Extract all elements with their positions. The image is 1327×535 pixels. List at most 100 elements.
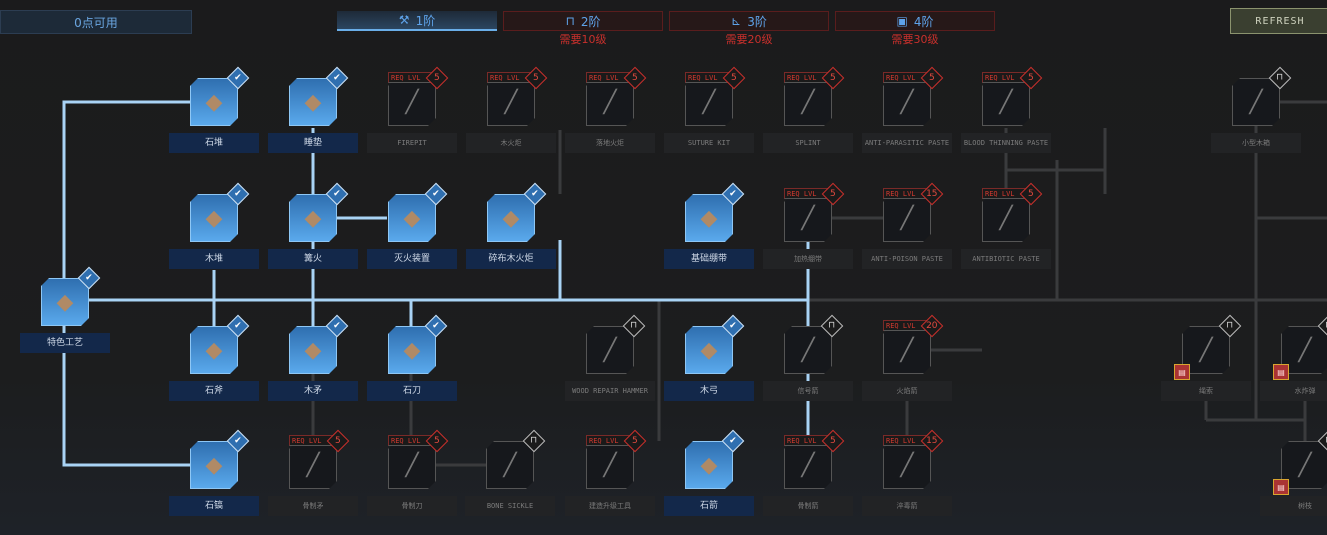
skill-node[interactable]: ◆ bbox=[190, 194, 238, 242]
skill-node[interactable]: ◆ bbox=[190, 326, 238, 374]
tab-requirement: 需要30级 bbox=[891, 33, 939, 46]
stone-pickaxe-icon: ◆ bbox=[205, 452, 223, 478]
wood-pile-icon: ◆ bbox=[205, 205, 223, 231]
skill-node[interactable]: ╱ bbox=[586, 441, 634, 489]
skill-node[interactable]: ◆ bbox=[289, 78, 337, 126]
required-level-value: 5 bbox=[1028, 72, 1034, 83]
skill-node[interactable]: ◆ bbox=[190, 441, 238, 489]
skill-node[interactable]: ╱ bbox=[883, 78, 931, 126]
skill-node[interactable]: ╱ bbox=[784, 326, 832, 374]
workbench-icon: ⊓ bbox=[565, 14, 575, 28]
refresh-button[interactable]: REFRESH bbox=[1230, 8, 1327, 34]
skill-node-label: 石镐 bbox=[169, 496, 259, 516]
skill-node[interactable]: ╱ bbox=[982, 194, 1030, 242]
tab-tier-4[interactable]: ▣ 4阶 bbox=[835, 11, 995, 31]
required-level-value: 5 bbox=[929, 72, 935, 83]
machine-icon: ▣ bbox=[896, 14, 908, 28]
required-level-value: 5 bbox=[731, 72, 737, 83]
wooden-spear-icon: ◆ bbox=[304, 337, 322, 363]
skill-node[interactable]: ◆ bbox=[685, 194, 733, 242]
skill-node[interactable]: ╱ bbox=[685, 78, 733, 126]
skill-node[interactable]: ◆ bbox=[289, 326, 337, 374]
bone-knife-icon: ╱ bbox=[405, 452, 419, 478]
tab-requirement: 需要20级 bbox=[725, 33, 773, 46]
fire-arrow-icon: ╱ bbox=[900, 337, 914, 363]
skill-node[interactable]: ╱ bbox=[982, 78, 1030, 126]
required-level-value: 5 bbox=[335, 435, 341, 446]
skill-node[interactable]: ╱ bbox=[487, 78, 535, 126]
torch-icon: ╱ bbox=[504, 89, 518, 115]
skill-node-label: BONE SICKLE bbox=[465, 496, 555, 516]
skill-node[interactable]: ╱ bbox=[883, 326, 931, 374]
recipe-book-icon: ▤ bbox=[1273, 364, 1289, 380]
skill-node-label: ANTIBIOTIC PASTE bbox=[961, 249, 1051, 269]
skill-node-label: ANTI-PARASITIC PASTE bbox=[862, 133, 952, 153]
bow-icon: ◆ bbox=[700, 337, 718, 363]
skill-node[interactable]: ╱ bbox=[486, 441, 534, 489]
skill-node-label: 睡垫 bbox=[268, 133, 358, 153]
tab-label: 4阶 bbox=[913, 14, 934, 29]
skill-node-label: 篝火 bbox=[268, 249, 358, 269]
skill-node[interactable]: ╱ bbox=[883, 441, 931, 489]
skill-node-label: ANTI-POISON PASTE bbox=[862, 249, 952, 269]
skill-node-label: BLOOD THINNING PASTE bbox=[961, 133, 1051, 153]
required-level-value: 15 bbox=[926, 435, 938, 446]
tab-label: 1阶 bbox=[415, 13, 436, 28]
skill-node[interactable]: ╱ bbox=[289, 441, 337, 489]
skill-node[interactable]: ╱ bbox=[784, 194, 832, 242]
helmet-icon: ◆ bbox=[56, 289, 74, 315]
skill-node[interactable]: ◆ bbox=[289, 194, 337, 242]
required-level-value: 5 bbox=[830, 72, 836, 83]
rope-icon: ╱ bbox=[1199, 337, 1213, 363]
hammer-icon: ⚒ bbox=[398, 13, 410, 27]
sleeping-mat-icon: ◆ bbox=[304, 89, 322, 115]
skill-node[interactable]: ╱ bbox=[586, 326, 634, 374]
skill-node-label: 绳索 bbox=[1161, 381, 1251, 401]
available-points: 0点可用 bbox=[0, 10, 192, 34]
skill-node[interactable]: ╱ bbox=[586, 78, 634, 126]
skill-node[interactable]: ╱ bbox=[388, 441, 436, 489]
required-level-value: 5 bbox=[830, 435, 836, 446]
tab-tier-2[interactable]: ⊓2阶 bbox=[503, 11, 663, 31]
tab-label: 3阶 bbox=[747, 14, 767, 29]
required-level-value: 5 bbox=[830, 188, 836, 199]
skill-node[interactable]: ◆ bbox=[685, 441, 733, 489]
skill-node[interactable]: ◆ bbox=[190, 78, 238, 126]
skill-node-label: 信号箭 bbox=[763, 381, 853, 401]
skill-node-label: 灭火装置 bbox=[367, 249, 457, 269]
tab-tier-3[interactable]: ⊾3阶 bbox=[669, 11, 829, 31]
skill-node-label: 木堆 bbox=[169, 249, 259, 269]
rag-torch-icon: ◆ bbox=[502, 205, 520, 231]
skill-node-label: 骨制矛 bbox=[268, 496, 358, 516]
skill-node[interactable]: ╱ bbox=[388, 78, 436, 126]
sickle-icon: ╱ bbox=[503, 452, 517, 478]
skill-node-label: 加热绷带 bbox=[763, 249, 853, 269]
stone-arrow-icon: ◆ bbox=[700, 452, 718, 478]
skill-node[interactable]: ╱ bbox=[784, 78, 832, 126]
skill-node[interactable]: ◆ bbox=[41, 278, 89, 326]
required-level-value: 5 bbox=[434, 72, 440, 83]
bandage-icon: ◆ bbox=[700, 205, 718, 231]
skill-node[interactable]: ╱ bbox=[1182, 326, 1230, 374]
paste-icon: ╱ bbox=[999, 205, 1013, 231]
skill-node[interactable]: ◆ bbox=[487, 194, 535, 242]
bone-spear-icon: ╱ bbox=[306, 452, 320, 478]
poison-arrow-icon: ╱ bbox=[900, 452, 914, 478]
skill-node-label: SUTURE KIT bbox=[664, 133, 754, 153]
skill-node[interactable]: ╱ bbox=[883, 194, 931, 242]
skill-node-label: WOOD REPAIR HAMMER bbox=[565, 381, 655, 401]
stone-knife-icon: ◆ bbox=[403, 337, 421, 363]
skill-node[interactable]: ╱ bbox=[784, 441, 832, 489]
skill-node-label: 淬毒箭 bbox=[862, 496, 952, 516]
skill-node[interactable]: ◆ bbox=[388, 326, 436, 374]
bone-arrow-icon: ╱ bbox=[801, 452, 815, 478]
skill-node[interactable]: ╱ bbox=[1232, 78, 1280, 126]
skill-node-label: 石刀 bbox=[367, 381, 457, 401]
skill-node-label: 碎布木火炬 bbox=[466, 249, 556, 269]
skill-node[interactable]: ◆ bbox=[685, 326, 733, 374]
recipe-book-icon: ▤ bbox=[1174, 364, 1190, 380]
skill-node[interactable]: ◆ bbox=[388, 194, 436, 242]
firepit-icon: ╱ bbox=[405, 89, 419, 115]
skill-node-label: SPLINT bbox=[763, 133, 853, 153]
tab-tier-1[interactable]: ⚒ 1阶 bbox=[337, 11, 497, 31]
